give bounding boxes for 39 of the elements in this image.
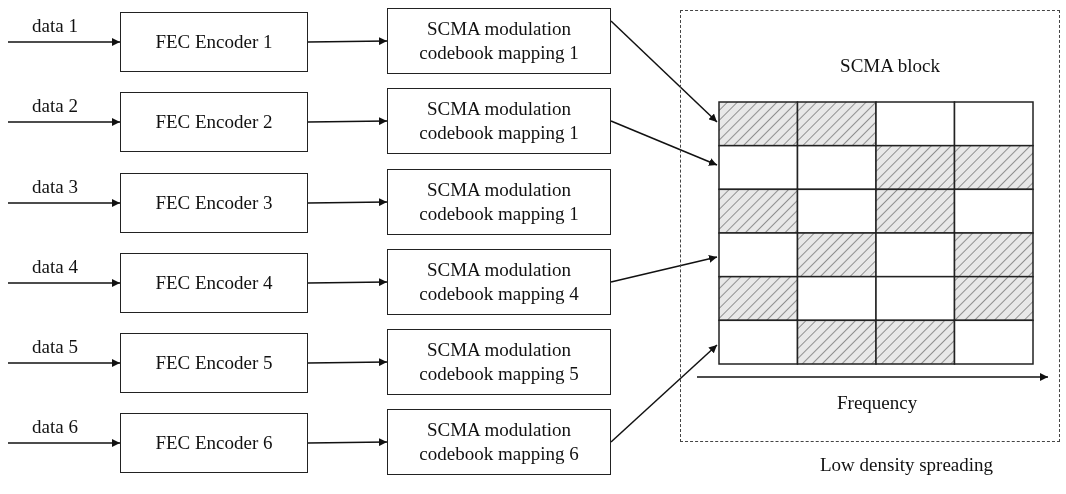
arrow xyxy=(307,358,388,367)
edge-label: data 6 xyxy=(32,416,78,438)
block-title: SCMA block xyxy=(839,55,941,77)
arrow xyxy=(7,199,121,207)
arrow xyxy=(610,20,718,123)
mapping-box: SCMA modulation codebook mapping 1 xyxy=(387,88,611,154)
encoder-box: FEC Encoder 6 xyxy=(120,413,308,473)
arrow xyxy=(307,438,388,447)
edge-label: data 2 xyxy=(32,95,78,117)
arrow xyxy=(7,279,121,287)
encoder-box: FEC Encoder 1 xyxy=(120,12,308,72)
encoder-box: FEC Encoder 3 xyxy=(120,173,308,233)
mapping-box: SCMA modulation codebook mapping 6 xyxy=(387,409,611,475)
arrow xyxy=(7,439,121,447)
arrow xyxy=(610,254,718,283)
dashed-region xyxy=(680,10,1060,442)
edge-label: data 5 xyxy=(32,336,78,358)
arrow xyxy=(610,344,718,443)
encoder-box: FEC Encoder 4 xyxy=(120,253,308,313)
arrow xyxy=(7,38,121,46)
axis-label: Frequency xyxy=(837,392,918,414)
arrow xyxy=(7,359,121,367)
arrow xyxy=(7,118,121,126)
arrow xyxy=(307,278,388,287)
mapping-box: SCMA modulation codebook mapping 1 xyxy=(387,8,611,74)
arrow xyxy=(610,120,718,166)
mapping-box: SCMA modulation codebook mapping 1 xyxy=(387,169,611,235)
encoder-box: FEC Encoder 2 xyxy=(120,92,308,152)
mapping-box: SCMA modulation codebook mapping 4 xyxy=(387,249,611,315)
edge-label: data 1 xyxy=(32,15,78,37)
edge-label: data 4 xyxy=(32,256,78,278)
arrow xyxy=(307,198,388,207)
encoder-box: FEC Encoder 5 xyxy=(120,333,308,393)
arrow xyxy=(307,37,388,46)
mapping-box: SCMA modulation codebook mapping 5 xyxy=(387,329,611,395)
resource-grid xyxy=(718,101,1034,365)
edge-label: data 3 xyxy=(32,176,78,198)
region-caption: Low density spreading xyxy=(820,454,994,476)
arrow xyxy=(307,117,388,126)
